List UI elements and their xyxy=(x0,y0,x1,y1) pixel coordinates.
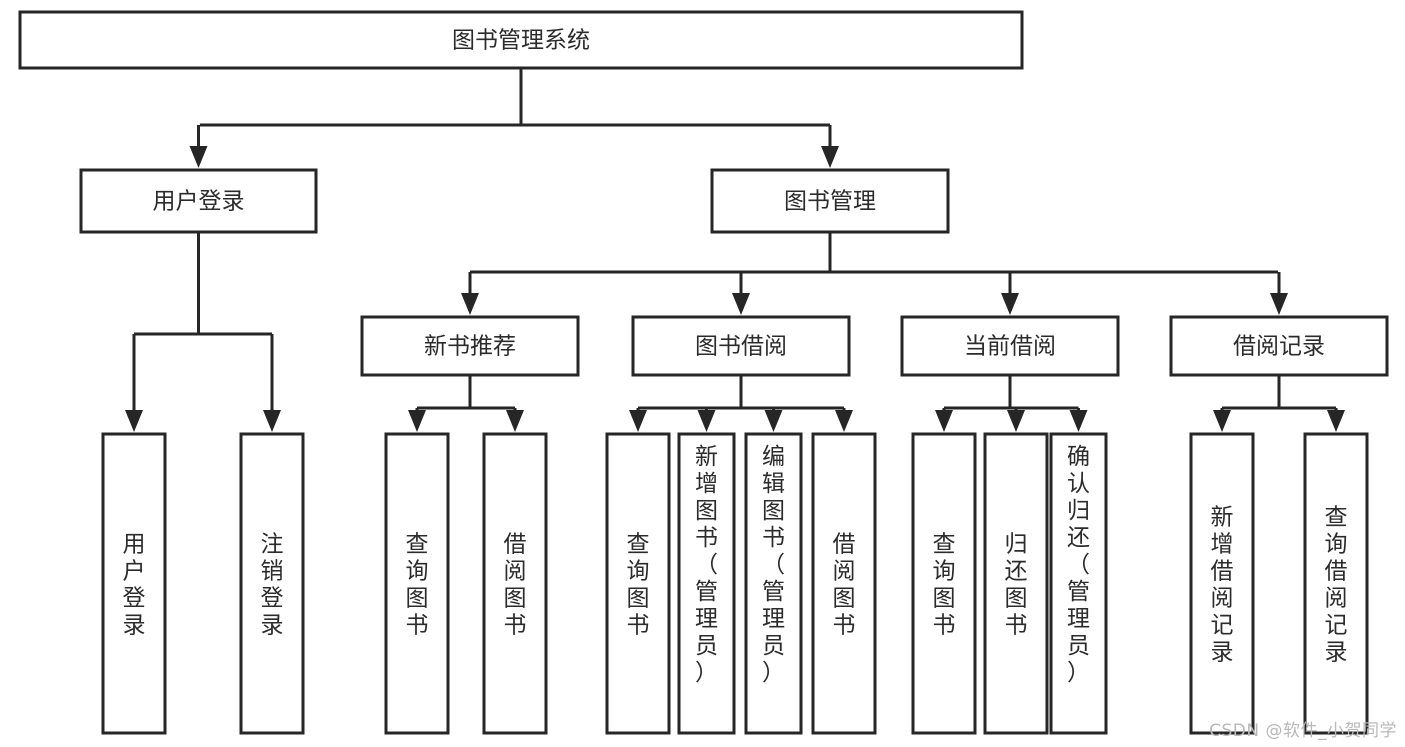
node-box-leaf-query-book-borrow xyxy=(605,432,671,735)
arrow-into-leaf-add-book xyxy=(697,410,716,432)
node-label-leaf-confirm-return: 确认归还（管理员） xyxy=(1067,444,1090,686)
node-leaf-query-record[interactable]: 查询借阅记录 xyxy=(1303,432,1369,735)
node-user-login[interactable]: 用户登录 xyxy=(79,168,318,234)
node-undefined[interactable]: 图书管理系统 xyxy=(18,10,1024,70)
node-box-leaf-return-book xyxy=(983,432,1049,735)
node-box-leaf-query-record xyxy=(1303,432,1369,735)
node-leaf-user-login[interactable]: 用户登录 xyxy=(101,432,167,735)
node-label-leaf-borrow-book: 借阅图书 xyxy=(833,532,856,639)
node-box-leaf-add-book xyxy=(677,432,736,735)
arrow-into-book-borrow xyxy=(732,293,750,315)
node-label-leaf-query-book-borrow: 查询图书 xyxy=(627,532,650,639)
node-box-leaf-query-book-cur xyxy=(911,432,977,735)
arrow-into-user-login xyxy=(189,146,208,168)
node-label-undefined: 图书管理系统 xyxy=(452,28,590,54)
arrow-into-book-manage xyxy=(821,146,839,168)
node-leaf-query-book-borrow[interactable]: 查询图书 xyxy=(605,432,671,735)
node-leaf-add-book[interactable]: 新增图书（管理员） xyxy=(677,432,736,735)
watermark-label: CSDN @软件_小贺同学 xyxy=(1209,721,1397,741)
arrow-into-leaf-user-login xyxy=(125,410,143,432)
arrow-into-leaf-return-book xyxy=(1007,410,1025,432)
node-label-leaf-add-book: 新增图书（管理员） xyxy=(695,444,718,686)
connectors-layer xyxy=(125,68,1345,432)
arrow-into-leaf-logout xyxy=(263,410,281,432)
arrow-into-leaf-query-book-cur xyxy=(935,410,953,432)
node-box-user-login xyxy=(79,168,318,234)
node-leaf-logout[interactable]: 注销登录 xyxy=(239,432,305,735)
node-label-book-manage: 图书管理 xyxy=(784,189,876,215)
node-label-leaf-return-book: 归还图书 xyxy=(1005,532,1028,639)
node-label-leaf-borrow-book-rec: 借阅图书 xyxy=(504,532,527,639)
node-book-borrow[interactable]: 图书借阅 xyxy=(631,315,851,377)
node-label-leaf-add-record: 新增借阅记录 xyxy=(1211,505,1234,666)
node-box-leaf-add-record xyxy=(1189,432,1255,735)
boxes-layer: 图书管理系统用户登录图书管理新书推荐图书借阅当前借阅借阅记录用户登录注销登录查询… xyxy=(18,10,1389,735)
node-box-leaf-borrow-book xyxy=(811,432,877,735)
arrow-into-leaf-confirm-return xyxy=(1069,410,1088,432)
node-current-borrow[interactable]: 当前借阅 xyxy=(900,315,1120,377)
node-box-leaf-edit-book xyxy=(744,432,803,735)
node-label-leaf-query-book-cur: 查询图书 xyxy=(933,532,956,639)
arrow-into-borrow-record xyxy=(1270,293,1288,315)
node-borrow-record[interactable]: 借阅记录 xyxy=(1169,315,1389,377)
node-new-book-rec[interactable]: 新书推荐 xyxy=(360,315,580,377)
arrow-into-leaf-edit-book xyxy=(764,410,783,432)
node-label-borrow-record: 借阅记录 xyxy=(1233,334,1325,360)
arrow-into-current-borrow xyxy=(1001,293,1019,315)
node-box-borrow-record xyxy=(1169,315,1389,377)
arrow-into-new-book-rec xyxy=(461,293,479,315)
arrow-into-leaf-query-book-borrow xyxy=(629,410,647,432)
node-box-leaf-logout xyxy=(239,432,305,735)
node-box-book-manage xyxy=(710,168,950,234)
node-leaf-query-book-cur[interactable]: 查询图书 xyxy=(911,432,977,735)
arrow-into-leaf-query-record xyxy=(1327,410,1345,432)
node-label-leaf-edit-book: 编辑图书（管理员） xyxy=(762,444,785,686)
node-box-leaf-borrow-book-rec xyxy=(482,432,548,735)
node-leaf-borrow-book-rec[interactable]: 借阅图书 xyxy=(482,432,548,735)
node-box-leaf-user-login xyxy=(101,432,167,735)
node-leaf-return-book[interactable]: 归还图书 xyxy=(983,432,1049,735)
arrow-into-leaf-query-book-rec xyxy=(408,410,426,432)
arrow-into-leaf-borrow-book xyxy=(835,410,853,432)
node-box-leaf-query-book-rec xyxy=(384,432,450,735)
node-box-new-book-rec xyxy=(360,315,580,377)
node-box-current-borrow xyxy=(900,315,1120,377)
node-leaf-add-record[interactable]: 新增借阅记录 xyxy=(1189,432,1255,735)
node-leaf-edit-book[interactable]: 编辑图书（管理员） xyxy=(744,432,803,735)
node-box-book-borrow xyxy=(631,315,851,377)
node-label-user-login: 用户登录 xyxy=(153,189,245,215)
node-label-new-book-rec: 新书推荐 xyxy=(424,334,516,360)
arrow-into-leaf-borrow-book-rec xyxy=(506,410,524,432)
node-leaf-query-book-rec[interactable]: 查询图书 xyxy=(384,432,450,735)
node-label-leaf-query-record: 查询借阅记录 xyxy=(1325,505,1348,666)
node-leaf-confirm-return[interactable]: 确认归还（管理员） xyxy=(1049,432,1108,735)
node-box-undefined xyxy=(18,10,1024,70)
node-label-current-borrow: 当前借阅 xyxy=(964,334,1056,360)
node-label-leaf-logout: 注销登录 xyxy=(261,532,284,639)
node-label-book-borrow: 图书借阅 xyxy=(695,334,787,360)
node-book-manage[interactable]: 图书管理 xyxy=(710,168,950,234)
node-leaf-borrow-book[interactable]: 借阅图书 xyxy=(811,432,877,735)
arrow-into-leaf-add-record xyxy=(1213,410,1231,432)
node-label-leaf-user-login: 用户登录 xyxy=(123,532,146,639)
node-box-leaf-confirm-return xyxy=(1049,432,1108,735)
node-label-leaf-query-book-rec: 查询图书 xyxy=(406,532,429,639)
